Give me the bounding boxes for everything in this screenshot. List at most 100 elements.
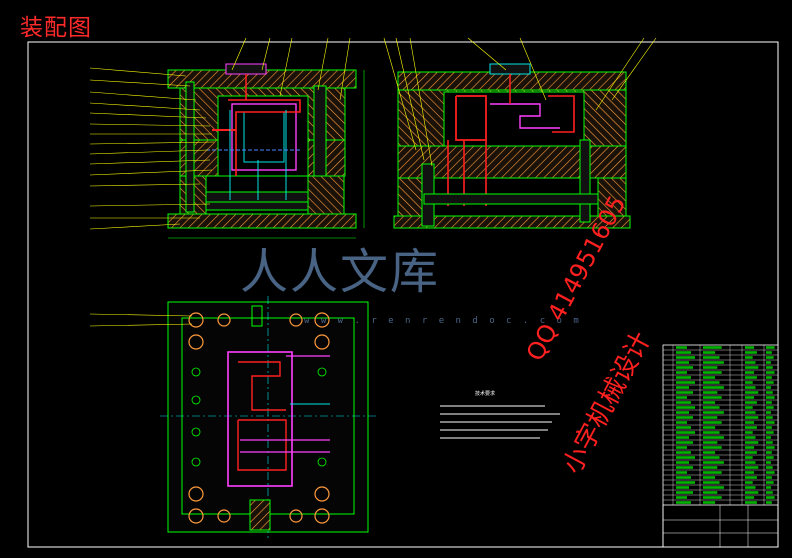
bom-cell-mark	[766, 496, 775, 499]
bom-cell-mark	[676, 496, 687, 499]
bom-cell-mark	[676, 436, 689, 439]
bom-cell-mark	[676, 491, 693, 494]
bom-cell-mark	[676, 426, 691, 429]
bom-cell-mark	[703, 481, 720, 484]
bom-cell-mark	[745, 451, 757, 454]
bom-cell-mark	[745, 461, 756, 464]
bom-cell-mark	[676, 351, 691, 354]
bom-cell-mark	[745, 416, 759, 419]
bom-cell-mark	[676, 431, 695, 434]
bom-cell-mark	[676, 361, 689, 364]
bom-cell-mark	[703, 441, 718, 444]
bom-cell-mark	[703, 446, 722, 449]
side-view-leaders	[383, 37, 657, 167]
bom-cell-mark	[745, 441, 759, 444]
bom-cell-mark	[745, 381, 753, 384]
bom-cell-mark	[745, 496, 755, 499]
bom-cell-mark	[676, 446, 687, 449]
bom-cell-mark	[703, 406, 720, 409]
plan-view-leaders	[89, 313, 193, 327]
bom-cell-mark	[703, 376, 716, 379]
bom-cell-mark	[676, 406, 695, 409]
bom-cell-mark	[703, 426, 716, 429]
bom-cell-mark	[766, 461, 771, 464]
bom-cell-mark	[703, 381, 720, 384]
bom-cell-mark	[745, 486, 756, 489]
bom-cell-mark	[676, 391, 693, 394]
bom-cell-mark	[766, 381, 774, 384]
bom-cell-mark	[766, 476, 772, 479]
bom-cell-mark	[766, 396, 775, 399]
bom-cell-mark	[703, 396, 722, 399]
bom-cell-mark	[676, 381, 695, 384]
bom-cell-mark	[766, 346, 775, 349]
bom-cell-mark	[766, 356, 774, 359]
bom-cell-mark	[676, 441, 693, 444]
bom-cell-mark	[676, 461, 689, 464]
bom-cell-mark	[703, 401, 716, 404]
bom-cell-mark	[703, 391, 718, 394]
tech-notes	[440, 405, 560, 439]
bom-cell-mark	[766, 376, 772, 379]
bom-cell-mark	[703, 436, 724, 439]
watermark-brand: 人人文库	[240, 244, 441, 300]
bom-cell-mark	[703, 496, 722, 499]
bom-cell-mark	[676, 366, 693, 369]
drawing-title: 装配图	[20, 15, 92, 41]
bom-cell-mark	[703, 486, 724, 489]
bom-cell-mark	[745, 446, 755, 449]
bom-cell-mark	[703, 466, 718, 469]
bom-cell-mark	[676, 416, 693, 419]
bom-cell-mark	[745, 406, 753, 409]
bom-cell-mark	[766, 416, 773, 419]
bom-cell-mark	[703, 416, 718, 419]
bom-cell-mark	[745, 386, 756, 389]
bom-cell-mark	[703, 491, 718, 494]
bom-cell-mark	[745, 421, 755, 424]
bom-cell-mark	[745, 401, 757, 404]
bom-cell-mark	[745, 456, 753, 459]
bom-cell-mark	[766, 366, 773, 369]
bom-cell-mark	[766, 501, 772, 504]
bom-cell-mark	[766, 371, 775, 374]
tech-notes-title: 技术要求	[475, 391, 496, 397]
bom-cell-mark	[676, 401, 691, 404]
bom-cell-mark	[745, 411, 756, 414]
bom-cell-mark	[745, 471, 755, 474]
bom-cell-mark	[745, 466, 759, 469]
bom-cell-mark	[703, 411, 724, 414]
bom-cell-mark	[676, 476, 691, 479]
bom-cell-mark	[703, 461, 724, 464]
bom-cell-mark	[766, 411, 771, 414]
bom-cell-mark	[676, 456, 695, 459]
bom-cell-mark	[745, 426, 757, 429]
bom-cell-mark	[766, 481, 774, 484]
bom-cell-mark	[703, 346, 722, 349]
bom-cell-mark	[676, 411, 689, 414]
bom-cell-mark	[703, 366, 718, 369]
bom-cell-mark	[676, 421, 687, 424]
watermark-url: w w w . r e n r e n d o c . c o m	[304, 316, 582, 326]
bom-table	[662, 344, 779, 548]
bom-cell-mark	[766, 386, 771, 389]
bom-cell-mark	[676, 501, 691, 504]
bom-cell-mark	[745, 476, 757, 479]
front-section-view	[167, 63, 365, 239]
bom-cell-mark	[766, 401, 772, 404]
bom-cell-mark	[766, 491, 773, 494]
bom-cell-mark	[745, 491, 759, 494]
bom-cell-mark	[703, 351, 716, 354]
bom-cell-mark	[745, 481, 753, 484]
bom-cell-mark	[745, 436, 756, 439]
bom-cell-mark	[745, 391, 759, 394]
bom-cell-mark	[766, 351, 772, 354]
bom-cell-mark	[703, 501, 716, 504]
bom-cell-mark	[676, 481, 695, 484]
bom-cell-mark	[745, 376, 757, 379]
bom-cell-mark	[766, 456, 774, 459]
bom-cell-mark	[676, 371, 687, 374]
front-view-leaders	[89, 37, 351, 230]
bom-cell-mark	[703, 386, 724, 389]
drawing-frame	[27, 41, 779, 548]
